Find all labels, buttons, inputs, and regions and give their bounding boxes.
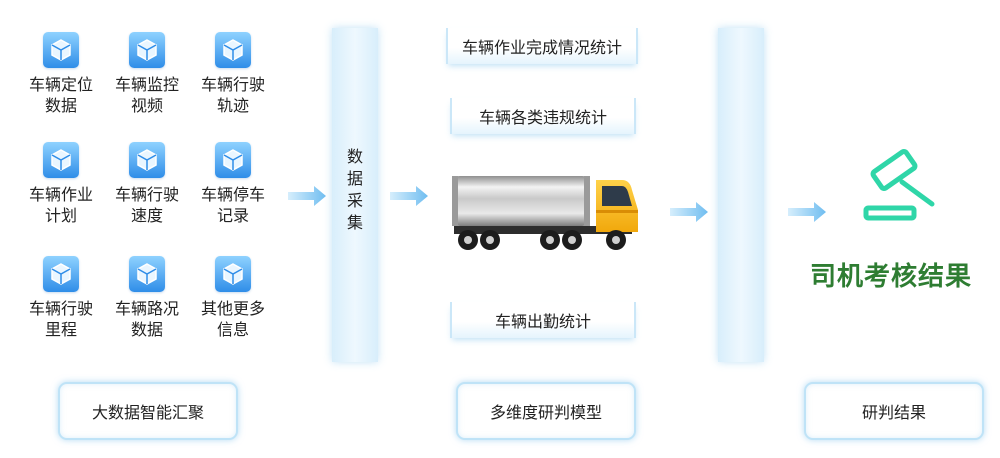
data-source-item: 车辆监控 视频 [102, 32, 192, 116]
data-collection-bar [332, 28, 378, 362]
footer-judgement: 研判结果 [804, 382, 984, 440]
footer-model: 多维度研判模型 [456, 382, 636, 440]
data-source-label: 车辆定位 数据 [28, 75, 93, 115]
cube-icon [43, 142, 79, 178]
data-source-label: 车辆路况 数据 [114, 299, 179, 339]
data-source-item: 车辆行驶 轨迹 [188, 32, 278, 116]
flow-arrow-icon [288, 186, 326, 206]
data-source-item: 车辆行驶 速度 [102, 142, 192, 226]
data-source-label: 车辆行驶 里程 [28, 299, 93, 339]
data-collection-label: 数 据 采 集 [346, 147, 363, 232]
data-source-label: 车辆停车 记录 [200, 185, 265, 225]
data-source-label: 车辆行驶 速度 [114, 185, 179, 225]
cube-icon [215, 32, 251, 68]
analysis-bar [718, 28, 764, 362]
data-source-item: 车辆定位 数据 [16, 32, 106, 116]
tanker-truck-icon [452, 176, 638, 250]
stat-job-completion: 车辆作业完成情况统计 [446, 28, 638, 64]
cube-icon [129, 256, 165, 292]
data-source-item: 车辆作业 计划 [16, 142, 106, 226]
flow-arrow-icon [390, 186, 428, 206]
flow-arrow-icon [670, 202, 708, 222]
data-source-item: 车辆路况 数据 [102, 256, 192, 340]
cube-icon [43, 256, 79, 292]
cube-icon [43, 32, 79, 68]
data-source-label: 车辆监控 视频 [114, 75, 179, 115]
flow-arrow-icon [788, 202, 826, 222]
footer-aggregation: 大数据智能汇聚 [58, 382, 238, 440]
data-source-item: 车辆停车 记录 [188, 142, 278, 226]
data-source-label: 车辆作业 计划 [28, 185, 93, 225]
data-source-item: 车辆行驶 里程 [16, 256, 106, 340]
data-source-label: 车辆行驶 轨迹 [200, 75, 265, 115]
cube-icon [215, 256, 251, 292]
data-source-item: 其他更多 信息 [188, 256, 278, 340]
gavel-icon [863, 149, 935, 221]
data-source-label: 其他更多 信息 [200, 299, 265, 339]
cube-icon [215, 142, 251, 178]
cube-icon [129, 32, 165, 68]
result-label: 司机考核结果 [809, 262, 972, 292]
stat-attendance: 车辆出勤统计 [450, 302, 636, 338]
cube-icon [129, 142, 165, 178]
stat-violation: 车辆各类违规统计 [450, 98, 636, 134]
